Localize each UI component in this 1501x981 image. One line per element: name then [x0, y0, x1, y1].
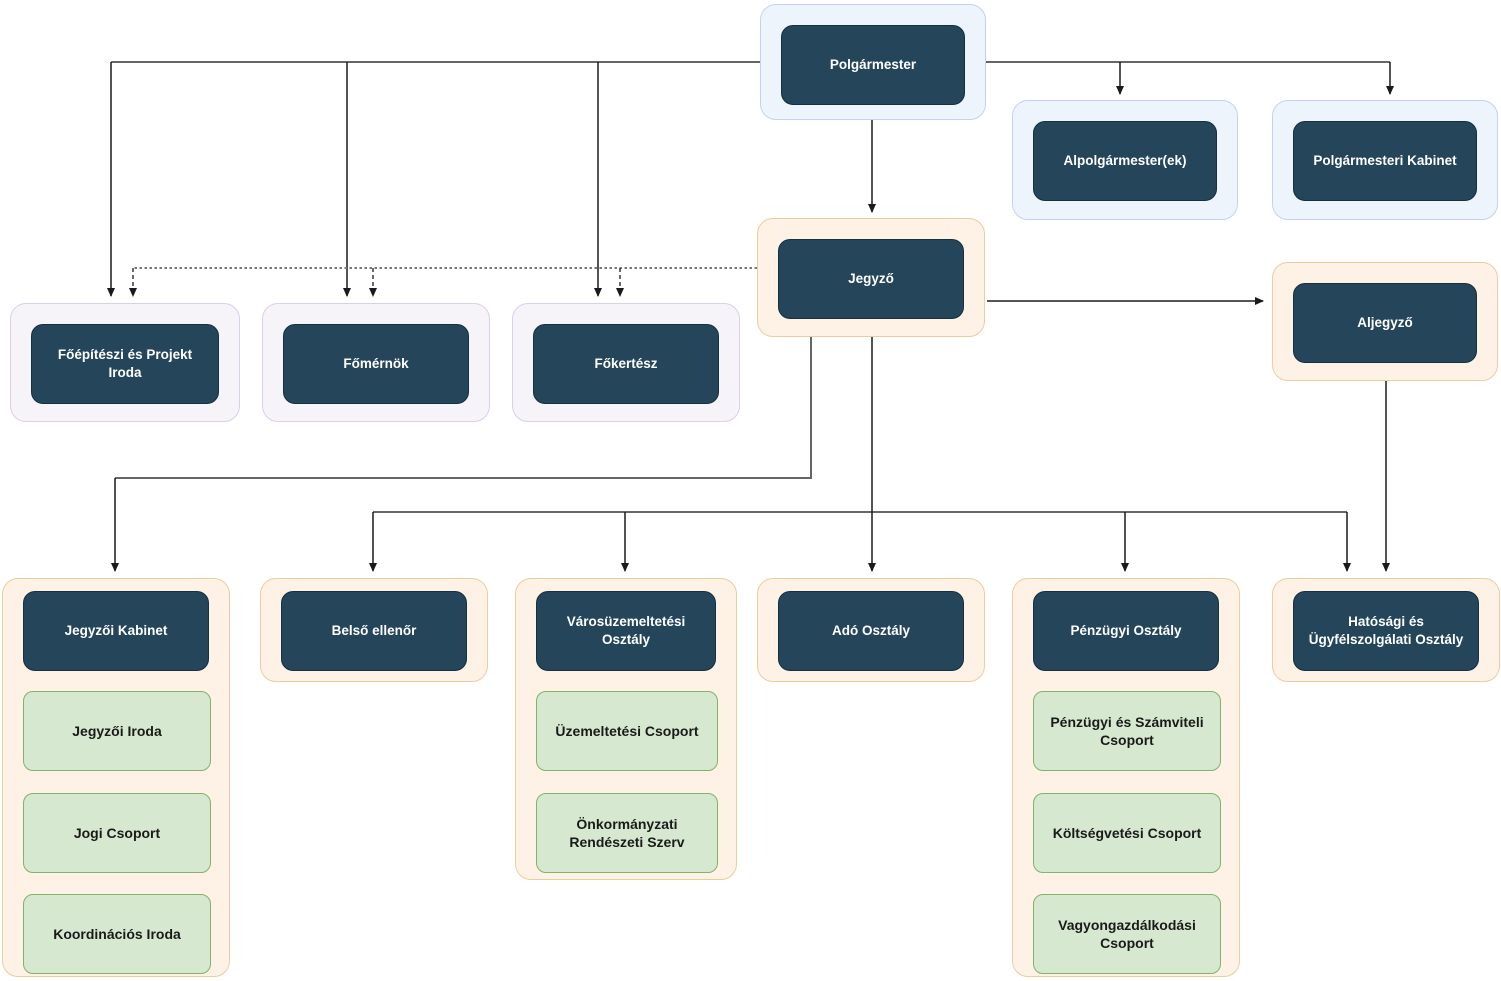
node-varosuzemeltetesi-osztaly: Városüzemeltetési Osztály Üzemeltetési C…	[515, 578, 737, 880]
node-fokertesz-label: Főkertész	[533, 324, 719, 404]
node-penzugyi-es-szamviteli-csoport: Pénzügyi és Számviteli Csoport	[1033, 691, 1221, 771]
node-jegyzo-label: Jegyző	[778, 239, 964, 319]
node-penzugyi-osztaly: Pénzügyi Osztály Pénzügyi és Számviteli …	[1012, 578, 1240, 977]
node-fomernok-label: Főmérnök	[283, 324, 469, 404]
node-alpolgarmester-label: Alpolgármester(ek)	[1033, 121, 1217, 201]
node-jegyzoi-kabinet-label: Jegyzői Kabinet	[23, 591, 209, 671]
node-polgarmesteri-kabinet: Polgármesteri Kabinet	[1272, 100, 1498, 220]
node-koltsegvetesi-csoport: Költségvetési Csoport	[1033, 793, 1221, 873]
node-fomernok: Főmérnök	[262, 303, 490, 422]
node-aljegyzo: Aljegyző	[1272, 262, 1498, 381]
node-fokertesz: Főkertész	[512, 303, 740, 422]
edge-trunk-jegyzo-kabinet	[115, 336, 812, 479]
node-polgarmesteri-kabinet-label: Polgármesteri Kabinet	[1293, 121, 1477, 201]
node-uzemeltetesi-csoport: Üzemeltetési Csoport	[536, 691, 718, 771]
node-jegyzo: Jegyző	[757, 218, 985, 337]
node-belso-ellenor-label: Belső ellenőr	[281, 591, 467, 671]
node-belso-ellenor: Belső ellenőr	[260, 578, 488, 682]
node-ado-osztaly-label: Adó Osztály	[778, 591, 964, 671]
node-penzugyi-osztaly-label: Pénzügyi Osztály	[1033, 591, 1219, 671]
node-vagyongazdalkodasi-csoport: Vagyongazdálkodási Csoport	[1033, 894, 1221, 974]
node-polgarmester-label: Polgármester	[781, 25, 965, 105]
node-alpolgarmester: Alpolgármester(ek)	[1012, 100, 1238, 220]
node-polgarmester: Polgármester	[760, 4, 986, 120]
node-varosuzemeltetesi-osztaly-label: Városüzemeltetési Osztály	[536, 591, 716, 671]
node-foepiteszi-iroda-label: Főépítészi és Projekt Iroda	[31, 324, 219, 404]
node-koordinacios-iroda: Koordinációs Iroda	[23, 894, 211, 974]
node-foepiteszi-iroda: Főépítészi és Projekt Iroda	[10, 303, 240, 422]
node-onkormanyzati-rendeszeti-szerv: Önkormányzati Rendészeti Szerv	[536, 793, 718, 873]
node-jogi-csoport: Jogi Csoport	[23, 793, 211, 873]
node-jegyzoi-kabinet: Jegyzői Kabinet Jegyzői Iroda Jogi Csopo…	[2, 578, 230, 977]
node-ado-osztaly: Adó Osztály	[757, 578, 985, 682]
node-hatosagi-osztaly: Hatósági és Ügyfélszolgálati Osztály	[1272, 578, 1500, 682]
node-aljegyzo-label: Aljegyző	[1293, 283, 1477, 363]
node-hatosagi-osztaly-label: Hatósági és Ügyfélszolgálati Osztály	[1293, 591, 1479, 671]
node-jegyzoi-iroda: Jegyzői Iroda	[23, 691, 211, 771]
